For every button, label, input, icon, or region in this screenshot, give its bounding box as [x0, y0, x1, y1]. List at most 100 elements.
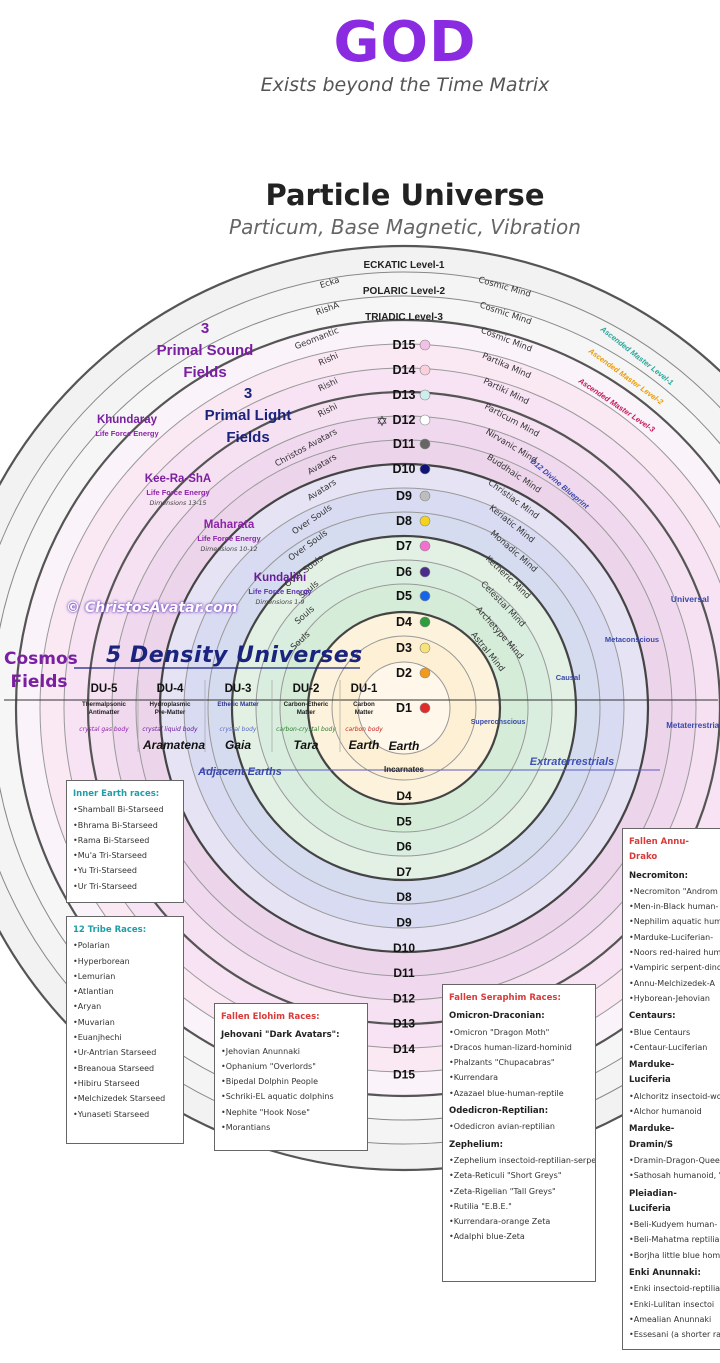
race-group-title: Centaurs: — [629, 1011, 676, 1022]
dimension-dot — [419, 339, 431, 351]
list-item: •Phalzants "Chupacabras" — [449, 1058, 555, 1068]
list-item: •Kurrendara — [449, 1073, 499, 1083]
lower-dimension-label: D12 — [393, 991, 415, 1005]
elohim-title: Fallen Elohim Races: — [221, 1012, 320, 1022]
du-code: DU-5 — [91, 683, 118, 695]
kundalini-label-dims: Dimensions 1-9 — [255, 599, 304, 606]
list-item: •Necromiton "Androm — [629, 886, 718, 896]
level-label: POLARIC Level-2 — [363, 286, 446, 297]
list-item: •Morantians — [221, 1123, 271, 1133]
du-body: crystal liquid body — [142, 726, 198, 733]
du-body: carbon body — [345, 726, 383, 733]
list-item: •Noors red-haired hum — [629, 948, 720, 958]
list-item: •Amealian Anunnaki — [629, 1314, 712, 1324]
dimension-dot — [419, 702, 431, 714]
race-group-title: Odedicron-Reptilian: — [449, 1106, 549, 1117]
du-body: crystal gas body — [79, 726, 129, 733]
dimension-label: D10 — [393, 462, 416, 476]
causal-label: Causal — [556, 673, 581, 682]
elohim-list: •Jehovian Anunnaki•Ophanium "Overlords"•… — [221, 1044, 361, 1136]
list-item: •Atlantian — [73, 987, 114, 997]
du-planet: Earth — [349, 738, 380, 752]
metaconscious-label: Metaconscious — [605, 635, 659, 644]
dimension-label: D5 — [396, 589, 412, 603]
kundalini-label: Kundalini — [254, 572, 306, 584]
list-item: •Yunaseti Starseed — [73, 1109, 150, 1119]
list-item: •Melchizedek Starseed — [73, 1094, 166, 1104]
list-item: •Men-in-Black human- — [629, 902, 719, 912]
list-item: •Borjha little blue hom — [629, 1250, 720, 1260]
lower-dimension-label: D11 — [393, 966, 415, 980]
list-item: •Schriki-EL aquatic dolphins — [221, 1092, 334, 1102]
list-item: •Zeta-Reticuli "Short Greys" — [449, 1171, 562, 1181]
seraphim-groups: Omicron-Draconian:•Omicron "Dragon Moth"… — [449, 1009, 595, 1244]
superconscious-label: Superconscious — [471, 719, 526, 726]
du-planet: Aramatena — [142, 738, 205, 752]
level-label: ECKATIC Level-1 — [364, 260, 445, 271]
list-item: •Centaur-Luciferian — [629, 1042, 708, 1052]
fallen-seraphim-box: Fallen Seraphim Races: Omicron-Draconian… — [442, 984, 596, 1282]
list-item: •Essesani (a shorter rac — [629, 1330, 720, 1340]
lower-dimension-label: D13 — [393, 1017, 415, 1031]
fallen-annu-drako-box: Fallen Annu-Drako Necromiton:•Necromiton… — [622, 828, 720, 1350]
extraterrestrials-label: Extraterrestrials — [530, 756, 614, 768]
dimension-dot — [419, 566, 431, 578]
list-item: •Hyperborean — [73, 956, 130, 966]
cosmos-fields-label: Cosmos Fields — [4, 649, 78, 692]
dimension-label: D4 — [396, 615, 412, 629]
list-item: •Adalphi blue-Zeta — [449, 1232, 525, 1242]
race-group-title: Pleiadian-Luciferia — [629, 1188, 677, 1214]
du-code: DU-1 — [351, 683, 378, 695]
lower-dimension-label: D14 — [393, 1042, 415, 1056]
particle-universe-subtitle: Particum, Base Magnetic, Vibration — [229, 215, 581, 239]
kundalini-label-sub: Life Force Energy — [248, 587, 312, 596]
list-item: •Nephite "Hook Nose" — [221, 1107, 310, 1117]
watermark-text: © ChristosAvatar.com — [66, 600, 238, 616]
elohim-group: Jehovani "Dark Avatars": — [221, 1030, 340, 1041]
du-body: crystal body — [220, 726, 257, 733]
khundaray-label: Khundaray — [97, 414, 158, 426]
list-item: •Annu-Melchizedek-A — [629, 978, 715, 988]
lower-dimension-label: D8 — [396, 890, 412, 904]
dimension-label: D11 — [393, 437, 415, 451]
maharata-label: Maharata — [204, 519, 255, 531]
list-item: •Polarian — [73, 941, 110, 951]
dimension-label: D2 — [396, 666, 412, 680]
list-item: •Sathosah humanoid, " — [629, 1171, 720, 1181]
maharata-label-dims: Dimensions 10-12 — [200, 546, 257, 553]
inner-earth-title: Inner Earth races: — [73, 789, 160, 799]
list-item: •Blue Centaurs — [629, 1027, 691, 1037]
dimension-label: D15 — [393, 338, 416, 352]
annu-title: Fallen Annu-Drako — [629, 837, 689, 863]
list-item: •Ur-Antrian Starseed — [73, 1048, 157, 1058]
metaterrestrial-label: Metaterrestrials — [666, 721, 720, 730]
god-title: GOD — [333, 10, 477, 75]
density-universes-title: 5 Density Universes — [106, 643, 363, 668]
du-body: carbon-crystal body — [276, 726, 336, 733]
list-item: •Alchoritz insectoid-wo — [629, 1091, 720, 1101]
level-label: TRIADIC Level-3 — [365, 312, 443, 323]
dimension-ring — [357, 661, 451, 755]
list-item: •Enki insectoid-reptilia — [629, 1284, 720, 1294]
list-item: •Enki-Lulitan insectoi — [629, 1299, 715, 1309]
list-item: •Breanoua Starseed — [73, 1063, 155, 1073]
dimension-label: D7 — [396, 539, 412, 553]
list-item: •Alchor humanoid — [629, 1107, 702, 1117]
list-item: •Mu'a Tri-Starseed — [73, 851, 147, 861]
maharata-label-sub: Life Force Energy — [197, 534, 261, 543]
list-item: •Marduke-Luciferian- — [629, 932, 714, 942]
earth-center-label: Earth — [389, 739, 420, 753]
keerasha-label-dims: Dimensions 13-15 — [149, 500, 206, 507]
list-item: •Beli-Mahatma reptilia — [629, 1235, 720, 1245]
list-item: •Bhrama Bi-Starseed — [73, 820, 158, 830]
list-item: •Kurrendara-orange Zeta — [449, 1217, 551, 1227]
list-item: •Beli-Kudyem human- — [629, 1220, 718, 1230]
dimension-dot — [419, 590, 431, 602]
keerasha-label: Kee-Ra-ShA — [145, 473, 211, 485]
